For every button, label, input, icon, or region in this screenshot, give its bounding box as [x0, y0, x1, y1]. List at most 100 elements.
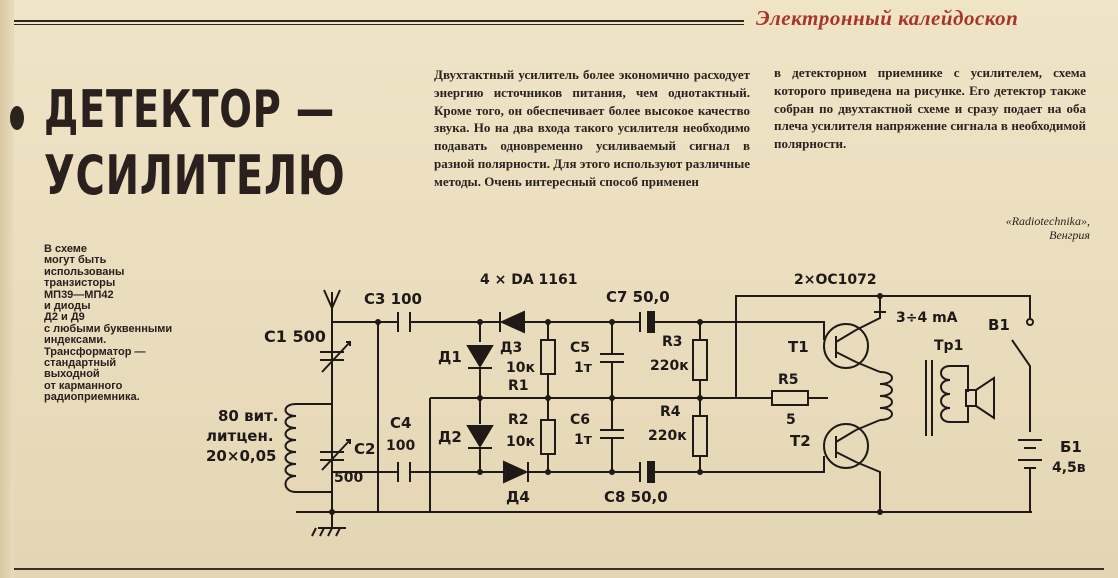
- bottom-rule: [14, 568, 1104, 570]
- t1-collector-wire: [855, 296, 881, 373]
- article-title-line1: ДЕТЕКТОР —: [44, 80, 335, 140]
- transformer-label: Тр1: [934, 338, 963, 354]
- section-title: Электронный калейдоскоп: [756, 6, 1019, 30]
- source-country: Венгрия: [1049, 228, 1090, 242]
- source-credit: «Radiotechnika», Венгрия: [930, 214, 1090, 242]
- c1-label: С1 500: [264, 327, 326, 346]
- junction-dot: [545, 319, 551, 325]
- t2-transistor: [823, 423, 869, 469]
- antenna-symbol: [323, 289, 341, 309]
- junction-dot: [477, 319, 483, 325]
- column-1-text: Двухтактный усилитель более экономично р…: [434, 67, 750, 189]
- c4-label: С4: [390, 414, 411, 432]
- junction-dot: [609, 319, 615, 325]
- junction-dot: [609, 395, 615, 401]
- junction-dot: [697, 395, 703, 401]
- c1-tuning-arrow: [321, 341, 351, 373]
- d4-diode: [503, 460, 529, 484]
- switch-b1: [1011, 339, 1031, 432]
- current-marker: [874, 296, 886, 318]
- coil-wire: литцен.: [206, 427, 274, 445]
- c6-label: С6: [570, 412, 590, 428]
- junction-dot: [545, 469, 551, 475]
- t2-leads: [835, 429, 857, 463]
- transformer-secondary: [940, 365, 951, 423]
- c7-plate: [647, 311, 655, 333]
- r1-value: 10к: [506, 360, 535, 376]
- coil-turns: 80 вит.: [218, 407, 279, 425]
- r1-resistor: [540, 339, 556, 375]
- binding-hole: [10, 106, 24, 130]
- t2-base-wire: [700, 456, 825, 473]
- d3-diode: [499, 310, 525, 334]
- junction-dot: [545, 395, 551, 401]
- d1-label: Д1: [438, 348, 462, 366]
- d1-diode: [466, 345, 494, 368]
- junction-dot: [329, 509, 335, 515]
- r3-value: 220к: [650, 358, 689, 374]
- ground-symbol: [311, 512, 346, 537]
- r2-value: 10к: [506, 434, 535, 450]
- junction-dot: [877, 509, 883, 515]
- transistors-type: 2×ОС1072: [794, 272, 877, 288]
- r1-label: R1: [508, 378, 529, 394]
- t2-emitter-wire: [855, 419, 881, 512]
- r5-resistor: [771, 390, 809, 406]
- junction-dot: [697, 469, 703, 475]
- d2-label: Д2: [438, 428, 462, 446]
- r5-label: R5: [778, 372, 799, 388]
- antenna-coil: [284, 403, 297, 493]
- page-edge: [0, 0, 14, 578]
- t1-transistor: [823, 323, 869, 369]
- article-title-line2: УСИЛИТЕЛЮ: [44, 144, 346, 207]
- article-column-2: в детекторном приемнике с усилителем, сх…: [774, 64, 1086, 153]
- current-label: 3÷4 mA: [896, 310, 958, 326]
- battery-label: Б1: [1060, 438, 1082, 456]
- coil-leads: [296, 403, 332, 493]
- c5-label: С5: [570, 340, 590, 356]
- d2-diode: [466, 425, 494, 448]
- c5-value: 1т: [574, 360, 593, 376]
- r2-label: R2: [508, 412, 529, 428]
- d3-label: Д3: [500, 340, 522, 356]
- c3-symbol: [397, 312, 411, 332]
- diodes-type: 4 × DA 1161: [480, 272, 578, 288]
- c6-value: 1т: [574, 432, 593, 448]
- c8-label: С8 50,0: [604, 488, 668, 506]
- r3-resistor: [692, 339, 708, 381]
- junction-dot: [609, 469, 615, 475]
- c2-tuning-arrow: [321, 439, 351, 471]
- coil-size: 20×0,05: [206, 447, 276, 465]
- t1-base-wire: [700, 321, 825, 340]
- c2-label: С2: [354, 440, 375, 458]
- source-publication: «Radiotechnika»,: [1005, 214, 1090, 228]
- c8-plate: [647, 461, 655, 483]
- r4-value: 220к: [648, 428, 687, 444]
- transformer-primary: [879, 371, 893, 421]
- speaker-magnet: [965, 389, 977, 407]
- c3-label: С3 100: [364, 290, 422, 308]
- r5-value: 5: [786, 412, 796, 428]
- schematic-caption: В схеме могут быть использованы транзист…: [44, 243, 173, 404]
- junction-dot: [477, 395, 483, 401]
- battery-voltage: 4,5в: [1052, 460, 1086, 476]
- speaker-cone: [975, 376, 995, 420]
- junction-dot: [697, 319, 703, 325]
- r3-label: R3: [662, 334, 683, 350]
- switch-label: В1: [988, 316, 1010, 334]
- r2-resistor: [540, 419, 556, 455]
- junction-dot: [877, 293, 883, 299]
- r4-resistor: [692, 415, 708, 457]
- c5-symbol: [600, 353, 624, 363]
- transformer-core: [925, 360, 933, 436]
- t1-leads: [835, 329, 857, 363]
- speaker-wire: [950, 365, 969, 423]
- junction-dot: [477, 469, 483, 475]
- c6-symbol: [600, 429, 624, 439]
- header-rule: [14, 20, 744, 22]
- r4-label: R4: [660, 404, 681, 420]
- switch-contact: [1026, 318, 1034, 326]
- t1-label: Т1: [788, 338, 809, 356]
